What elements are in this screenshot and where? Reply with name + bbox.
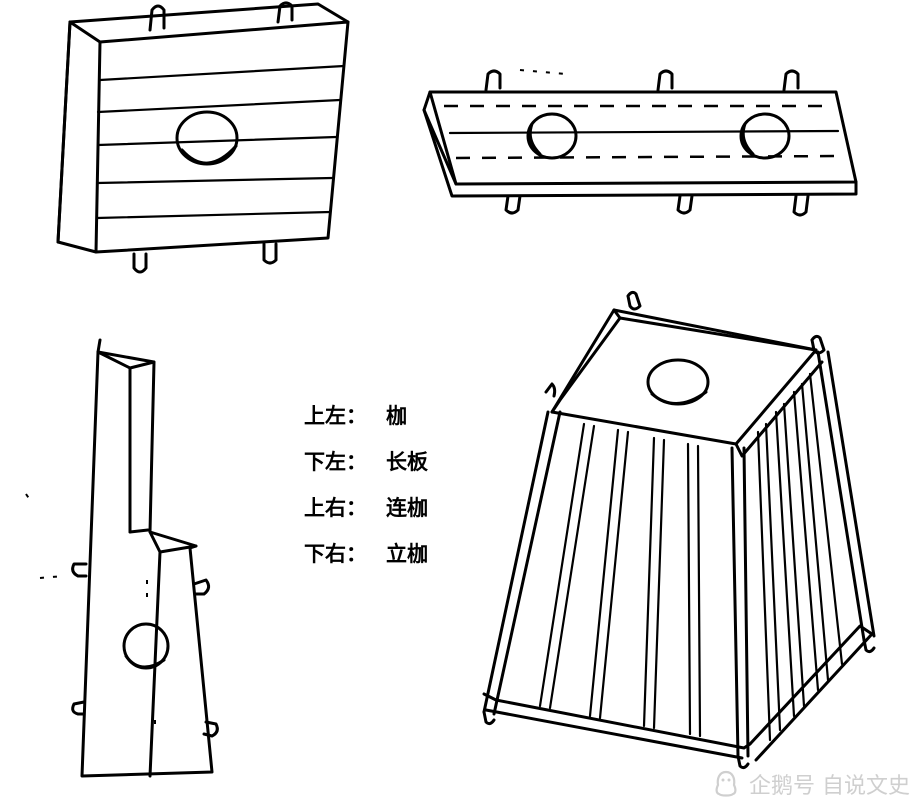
legend: 上左： 枷 下左： 长板 上右： 连枷 下右： 立枷 — [304, 392, 428, 576]
legend-item-lower-left: 下左： 长板 — [304, 438, 428, 484]
legend-item-upper-left: 上左： 枷 — [304, 392, 428, 438]
watermark: 企鹅号 自说文史 — [711, 768, 910, 800]
single-cangue-drawing — [56, 1, 350, 274]
legend-item-lower-right: 下右： 立枷 — [304, 530, 428, 576]
standing-cangue-drawing — [482, 290, 876, 770]
legend-item-name: 枷 — [386, 403, 407, 428]
penguin-logo-icon — [715, 770, 737, 797]
legend-position-label: 下右： — [304, 541, 367, 566]
watermark-text: 企鹅号 自说文史 — [749, 774, 910, 799]
long-board-drawing — [25, 338, 219, 778]
legend-position-label: 上左： — [304, 403, 367, 428]
legend-item-name: 立枷 — [386, 541, 428, 566]
legend-item-upper-right: 上右： 连枷 — [304, 484, 428, 530]
linked-cangue-drawing — [422, 69, 858, 217]
legend-position-label: 下左： — [304, 449, 367, 474]
legend-position-label: 上右： — [304, 495, 367, 520]
legend-item-name: 长板 — [386, 449, 428, 474]
legend-item-name: 连枷 — [386, 495, 428, 520]
